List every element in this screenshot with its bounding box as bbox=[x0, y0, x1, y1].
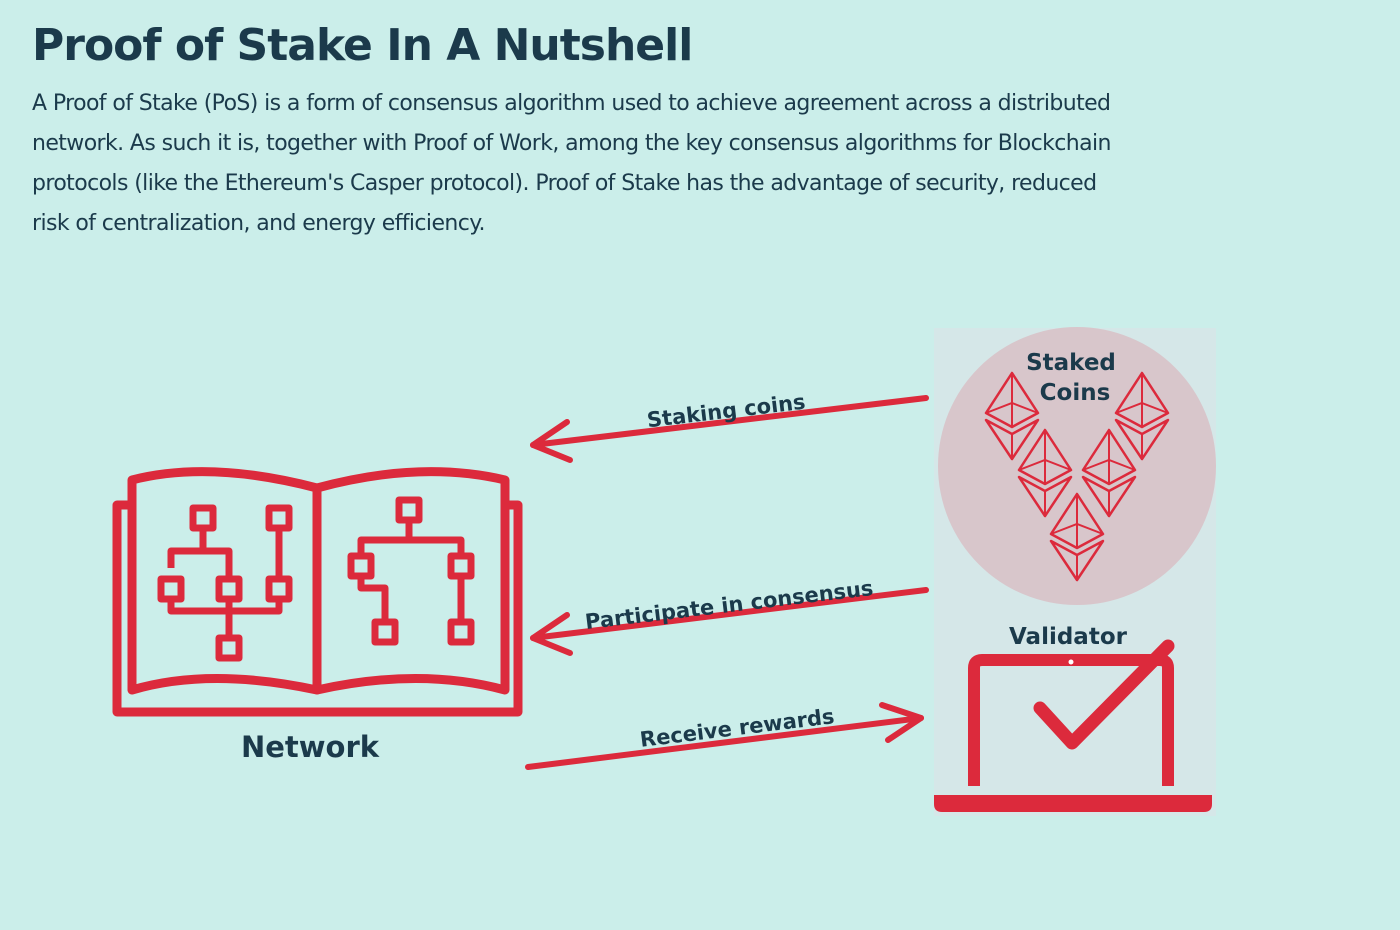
staked-coins-label-line1: Staked bbox=[1026, 350, 1116, 376]
page-title: Proof of Stake In A Nutshell bbox=[32, 20, 693, 71]
participate-arrow bbox=[530, 587, 929, 656]
network-label: Network bbox=[241, 730, 380, 764]
validator-label: Validator bbox=[1009, 624, 1128, 650]
staked-coins-circle bbox=[938, 327, 1216, 605]
open-book-network-icon bbox=[112, 467, 523, 717]
participate-label: Participate in consensus bbox=[584, 576, 875, 634]
description-paragraph: A Proof of Stake (PoS) is a form of cons… bbox=[32, 91, 1111, 236]
receive-rewards-label: Receive rewards bbox=[639, 704, 836, 752]
staking-coins-arrow bbox=[530, 395, 929, 463]
receive-rewards-arrow bbox=[525, 702, 924, 770]
laptop-checkmark-icon bbox=[934, 639, 1212, 812]
staked-coins-label-line2: Coins bbox=[1040, 380, 1111, 406]
staking-coins-label: Staking coins bbox=[646, 390, 807, 433]
